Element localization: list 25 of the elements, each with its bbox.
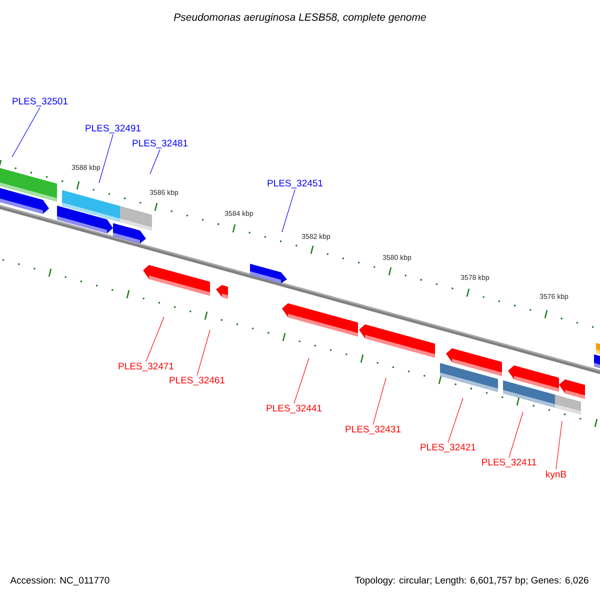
leader-line xyxy=(146,316,164,362)
leader-line xyxy=(556,420,562,470)
gene-label: PLES_32411 xyxy=(482,458,536,468)
accession-text: Accession: NC_011770 xyxy=(10,576,110,586)
leader-line xyxy=(98,134,114,184)
genome-info-text: Topology: circular; Length: 6,601,757 bp; Genes: 6,026 xyxy=(355,576,588,586)
gene-label: PLES_32501 xyxy=(12,98,68,106)
gene-label: kynB xyxy=(546,470,566,480)
gene-label: PLES_32491 xyxy=(86,124,141,134)
leader-line xyxy=(12,107,40,158)
leader-line xyxy=(282,189,296,232)
leader-line xyxy=(508,412,524,458)
gene-label: PLES_32441 xyxy=(266,404,322,414)
gene-label: PLES_32421 xyxy=(420,444,476,452)
leader-line xyxy=(294,358,310,404)
gene-label: PLES_32461 xyxy=(170,376,225,386)
gene-label: PLES_32481 xyxy=(132,140,188,148)
title: Pseudomonas aeruginosa LESB58, complete genome xyxy=(174,13,426,23)
leader-line xyxy=(196,330,210,376)
gene-label: PLES_32431 xyxy=(346,426,401,434)
leader-line xyxy=(372,378,386,425)
leader-line xyxy=(448,398,464,443)
gene-label: PLES_32451 xyxy=(268,180,323,188)
gene-label: PLES_32471 xyxy=(118,362,174,372)
leader-line xyxy=(150,149,160,174)
